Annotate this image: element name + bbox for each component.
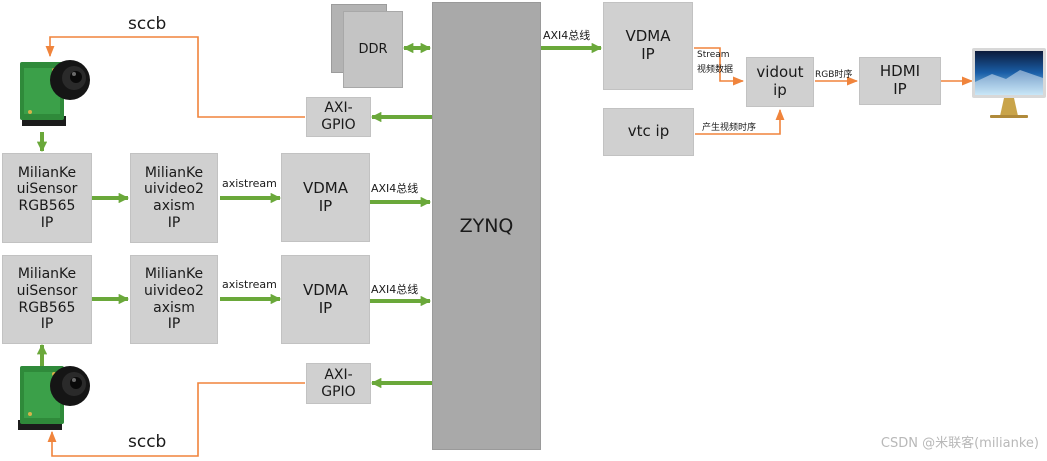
zynq-block: ZYNQ	[432, 2, 541, 450]
sccb-line-bottom	[47, 382, 305, 457]
vdma-out-block: VDMA IP	[603, 2, 693, 90]
vdma-bottom-label: VDMA IP	[302, 280, 348, 317]
sensor-bottom-label: MilianKe uiSensor RGB565 IP	[16, 266, 78, 333]
axi-gpio-bottom-block: AXI- GPIO	[306, 363, 371, 404]
sensor-top-block: MilianKe uiSensor RGB565 IP	[2, 153, 92, 243]
hdmi-label: HDMI IP	[879, 62, 921, 98]
rgb-timing-label: RGB时序	[815, 70, 853, 80]
vtc-timing-line	[695, 108, 785, 135]
vtc-block: vtc ip	[603, 108, 694, 156]
sccb-line-top	[45, 36, 305, 118]
video2axis-bottom-label: MilianKe uivideo2 axism IP	[144, 266, 204, 333]
axistream-bottom-label: axistream	[222, 278, 277, 291]
hdmi-block: HDMI IP	[859, 57, 941, 105]
axistream-top-label: axistream	[222, 177, 277, 190]
sensor-top-label: MilianKe uiSensor RGB565 IP	[16, 164, 78, 231]
axi4-top-label: AXI4总线	[371, 182, 419, 195]
vdma-top-block: VDMA IP	[281, 153, 370, 242]
ddr-label: DDR	[358, 41, 388, 57]
axi-gpio-bottom-label: AXI- GPIO	[321, 366, 356, 400]
video2axis-top-label: MilianKe uivideo2 axism IP	[144, 164, 204, 231]
camera-module-icon	[20, 60, 90, 126]
axi-gpio-top-block: AXI- GPIO	[306, 97, 371, 137]
camera-module-icon	[18, 366, 90, 430]
vdma-bottom-block: VDMA IP	[281, 255, 370, 344]
csdn-watermark: CSDN @米联客(milianke)	[880, 436, 1039, 451]
stream-line	[694, 47, 745, 86]
video2axis-bottom-block: MilianKe uivideo2 axism IP	[130, 255, 218, 344]
monitor-icon	[972, 48, 1046, 118]
stream-label-line2: 视频数据	[697, 65, 734, 75]
vdma-out-label: VDMA IP	[625, 27, 671, 63]
vtc-label: vtc ip	[627, 122, 670, 141]
video2axis-top-block: MilianKe uivideo2 axism IP	[130, 153, 218, 243]
axi-gpio-top-label: AXI- GPIO	[321, 100, 356, 133]
vdma-top-label: VDMA IP	[302, 178, 348, 215]
vidout-block: vidout ip	[746, 57, 814, 107]
vidout-label: vidout ip	[756, 63, 804, 99]
sensor-bottom-block: MilianKe uiSensor RGB565 IP	[2, 255, 92, 344]
axi4-out-label: AXI4总线	[543, 29, 591, 42]
stream-label-line1: Stream	[697, 50, 730, 60]
sccb-top-label: sccb	[128, 14, 167, 34]
vtc-timing-label: 产生视频时序	[702, 123, 757, 133]
zynq-label: ZYNQ	[459, 214, 514, 237]
ddr-block: DDR	[343, 11, 403, 88]
sccb-bottom-label: sccb	[128, 432, 167, 452]
axi4-bottom-label: AXI4总线	[371, 283, 419, 296]
